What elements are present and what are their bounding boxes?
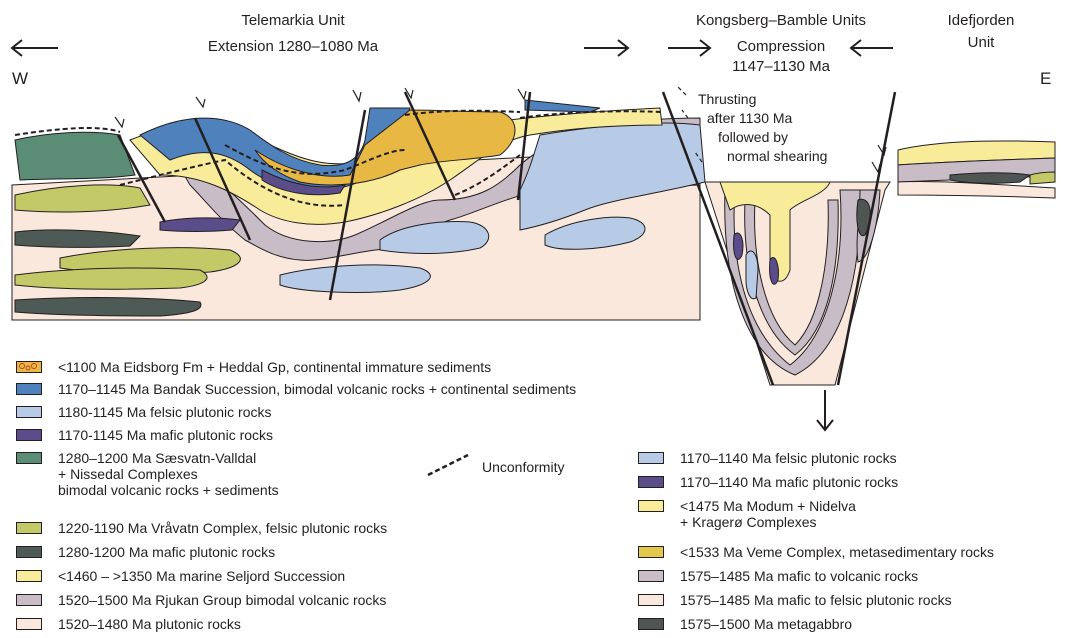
- felsic-plutonic-unit-c: [544, 216, 646, 250]
- legend-item-felsic-right: 1170–1140 Ma felsic plutonic rocks: [638, 450, 897, 466]
- legend-swatch-saesvatn: [16, 452, 42, 464]
- kongsberg-fault-lines: [661, 91, 897, 386]
- fold-mafic-lens-b: [769, 257, 779, 285]
- mafic-plutonic-lens-a: [14, 229, 142, 248]
- thrusting-label: Thrusting: [698, 91, 757, 107]
- legend-label-vravatn: 1220-1190 Ma Vråvatn Complex, felsic plu…: [58, 520, 388, 536]
- legend-label-eidsborg: <1100 Ma Eidsborg Fm + Heddal Gp, contin…: [58, 359, 492, 375]
- legend-swatch-mafic-felsic-plutonic: [638, 594, 664, 606]
- legend-swatch-felsic: [16, 406, 42, 418]
- compression-left-arrow-icon: [849, 39, 893, 57]
- legend-item-veme: <1533 Ma Veme Complex, metasedimentary r…: [638, 544, 994, 560]
- west-label: W: [12, 69, 29, 88]
- legend-swatch-mafic-plutonic: [16, 429, 42, 441]
- legend-label-plutonic: 1520–1480 Ma plutonic rocks: [58, 616, 241, 632]
- legend-item-mafic-dark: 1280-1200 Ma mafic plutonic rocks: [16, 544, 275, 560]
- legend-label-veme: <1533 Ma Veme Complex, metasedimentary r…: [680, 544, 994, 560]
- legend-item-mafic-volcanic: 1575–1485 Ma mafic to volcanic rocks: [638, 568, 918, 584]
- legend-swatch-veme: [638, 546, 664, 558]
- mafic-plutonic-lens-b: [14, 297, 202, 317]
- fault-motion-arrows-icon: [114, 87, 527, 129]
- west-arrow-icon: [10, 39, 58, 57]
- fold-mafic-lens-a: [733, 232, 744, 260]
- saesvatn-complex-unit: [14, 131, 136, 181]
- mafic-plutonic-lens-d: [261, 169, 347, 196]
- legend-swatch-metagabbro: [638, 618, 664, 630]
- legend-swatch-mafic-right: [638, 476, 664, 488]
- legend-swatch-bandak: [16, 383, 42, 395]
- eidsborg-formation-unit: [254, 109, 516, 186]
- legend-swatch-vravatn: [16, 522, 42, 534]
- mafic-plutonic-lens-c: [159, 217, 241, 232]
- legend-label-felsic: 1180-1145 Ma felsic plutonic rocks: [58, 404, 272, 420]
- legend-label-saesvatn: 1280–1200 Ma Sæsvatn-Valldal + Nissedal …: [58, 450, 279, 498]
- legend-item-rjukan: 1520–1500 Ma Rjukan Group bimodal volcan…: [16, 592, 386, 608]
- east-label: E: [1040, 69, 1052, 88]
- extension-label: Extension 1280–1080 Ma: [207, 38, 379, 55]
- legend-swatch-mafic-volcanic: [638, 570, 664, 582]
- thrusting-age-label: after 1130 Ma: [707, 110, 793, 126]
- legend-label-modum: <1475 Ma Modum + Nidelva + Kragerø Compl…: [680, 498, 856, 530]
- thrust-arrows-icon: [675, 84, 703, 163]
- idefjorden-unit-label: Unit: [967, 34, 995, 51]
- compression-age-label: 1147–1130 Ma: [732, 58, 830, 75]
- legend-label-mafic-dark: 1280-1200 Ma mafic plutonic rocks: [58, 544, 276, 560]
- compression-right-arrow-icon: [668, 39, 712, 57]
- legend-item-plutonic: 1520–1480 Ma plutonic rocks: [16, 616, 241, 632]
- normal-shearing-label: normal shearing: [727, 148, 828, 164]
- bandak-succession-unit-right: [524, 99, 601, 113]
- legend-item-seljord: <1460 – >1350 Ma marine Seljord Successi…: [16, 568, 345, 584]
- vravatn-complex-unit-a: [14, 184, 151, 213]
- legend-swatch-seljord: [16, 570, 42, 582]
- legend-item-bandak: 1170–1145 Ma Bandak Succession, bimodal …: [16, 381, 576, 397]
- down-arrow-icon: [816, 390, 834, 432]
- legend-item-modum: <1475 Ma Modum + Nidelva + Kragerø Compl…: [638, 498, 856, 530]
- kongsberg-bamble-title: Kongsberg–Bamble Units: [695, 12, 867, 29]
- felsic-plutonic-unit-d: [279, 264, 431, 293]
- legend-item-eidsborg: <1100 Ma Eidsborg Fm + Heddal Gp, contin…: [16, 359, 491, 375]
- legend-label-mafic-plutonic: 1170-1145 Ma mafic plutonic rocks: [58, 427, 274, 443]
- idefjorden-label: Idefjorden: [947, 12, 1015, 29]
- legend-item-vravatn: 1220-1190 Ma Vråvatn Complex, felsic plu…: [16, 520, 387, 536]
- legend-item-mafic-plutonic: 1170-1145 Ma mafic plutonic rocks: [16, 427, 273, 443]
- unconformity-legend-icon: [427, 453, 469, 477]
- legend-item-metagabbro: 1575–1500 Ma metagabbro: [638, 616, 852, 632]
- unconformity-lines: [14, 109, 661, 207]
- legend-swatch-mafic-dark: [16, 546, 42, 558]
- legend-label-rjukan: 1520–1500 Ma Rjukan Group bimodal volcan…: [58, 592, 387, 608]
- fault-lines: [116, 91, 532, 301]
- legend-label-mafic-right: 1170–1140 Ma mafic plutonic rocks: [680, 474, 899, 490]
- felsic-plutonic-unit-b: [379, 221, 490, 255]
- unconformity-label: Unconformity: [482, 459, 565, 475]
- legend-label-mafic-felsic-plutonic: 1575–1485 Ma mafic to felsic plutonic ro…: [680, 592, 952, 608]
- legend-swatch-modum: [638, 500, 664, 512]
- legend-label-felsic-right: 1170–1140 Ma felsic plutonic rocks: [680, 450, 897, 466]
- idefjorden-layers: [897, 140, 1056, 199]
- compression-label: Compression: [736, 38, 826, 55]
- legend-item-mafic-felsic-plutonic: 1575–1485 Ma mafic to felsic plutonic ro…: [638, 592, 952, 608]
- legend-swatch-felsic-right: [638, 452, 664, 464]
- legend-label-seljord: <1460 – >1350 Ma marine Seljord Successi…: [58, 568, 346, 584]
- legend-label-bandak: 1170–1145 Ma Bandak Succession, bimodal …: [58, 381, 577, 397]
- pebble-pattern-icon: [19, 363, 37, 371]
- legend-label-metagabbro: 1575–1500 Ma metagabbro: [680, 616, 853, 632]
- fold-metagabbro-lens: [856, 198, 871, 237]
- fold-felsic-lens: [745, 250, 759, 300]
- vravatn-complex-unit-c: [14, 267, 208, 290]
- legend-swatch-rjukan: [16, 594, 42, 606]
- legend-item-felsic: 1180-1145 Ma felsic plutonic rocks: [16, 404, 271, 420]
- legend-swatch-plutonic: [16, 618, 42, 630]
- legend-swatch-eidsborg: [16, 361, 42, 373]
- telemarkia-unit-title: Telemarkia Unit: [241, 12, 345, 29]
- legend-item-saesvatn: 1280–1200 Ma Sæsvatn-Valldal + Nissedal …: [16, 450, 279, 498]
- legend-label-mafic-volcanic: 1575–1485 Ma mafic to volcanic rocks: [680, 568, 919, 584]
- normal-shear-arrows-icon: [871, 144, 887, 174]
- legend-item-mafic-right: 1170–1140 Ma mafic plutonic rocks: [638, 474, 898, 490]
- extension-arrow-icon: [584, 39, 630, 57]
- followed-by-label: followed by: [718, 129, 789, 145]
